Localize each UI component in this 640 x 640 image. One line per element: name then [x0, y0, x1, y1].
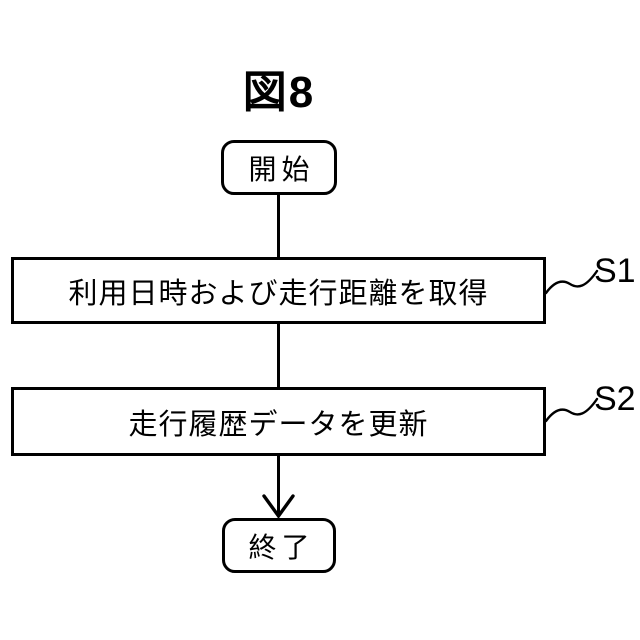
figure-title: 図8	[242, 68, 316, 117]
end-node-label: 終了	[248, 531, 315, 563]
connector-step2-to-end	[277, 455, 280, 515]
end-node: 終了	[222, 518, 336, 573]
process-step-1: 利用日時および走行距離を取得	[11, 257, 546, 324]
step-2-leader-squiggle-icon	[545, 397, 599, 423]
process-step-2-label: 走行履歴データを更新	[128, 408, 429, 441]
step-2-reference-label: S2	[594, 380, 636, 418]
step-1-leader-squiggle-icon	[545, 269, 599, 295]
step-1-reference-label: S1	[594, 252, 636, 290]
start-node-label: 開始	[248, 153, 315, 185]
process-step-2: 走行履歴データを更新	[11, 387, 546, 456]
connector-step1-to-step2	[277, 323, 280, 388]
start-node: 開始	[221, 140, 337, 195]
connector-start-to-step1	[277, 195, 280, 258]
process-step-1-label: 利用日時および走行距離を取得	[68, 277, 489, 310]
arrow-down-icon	[262, 494, 295, 519]
